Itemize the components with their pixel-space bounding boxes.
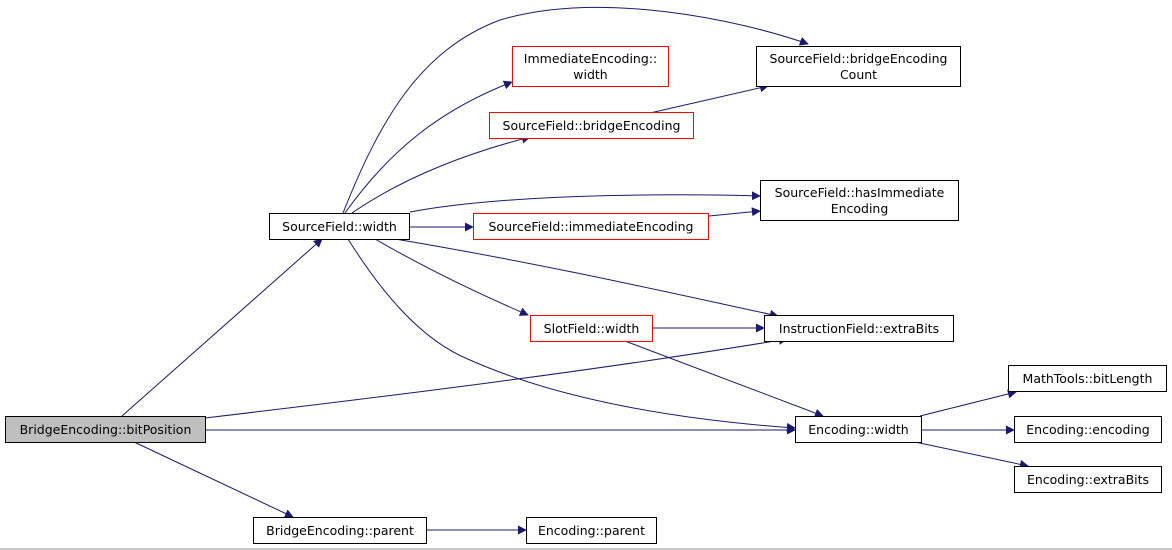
- node-label: MathTools::bitLength: [1022, 370, 1153, 386]
- node-label: Encoding::width: [808, 421, 909, 437]
- node-source-field-immediate-encoding[interactable]: SourceField::immediateEncoding: [473, 213, 709, 240]
- node-bridge-encoding-parent[interactable]: BridgeEncoding::parent: [253, 517, 427, 544]
- node-instruction-field-extrabits[interactable]: InstructionField::extraBits: [764, 315, 954, 342]
- node-encoding-width[interactable]: Encoding::width: [795, 416, 922, 443]
- node-label: SourceField::bridgeEncoding: [502, 117, 681, 133]
- node-label: Count: [839, 66, 878, 82]
- edge-slot-width-to-enc-width: [624, 340, 824, 418]
- node-label: BridgeEncoding::parent: [266, 522, 414, 538]
- edge-sf-width-to-sf-bridgecount: [342, 6, 809, 214]
- edge-sf-width-to-enc-width: [347, 238, 796, 432]
- node-source-field-bridge-encoding[interactable]: SourceField::bridgeEncoding: [489, 112, 694, 139]
- node-label: InstructionField::extraBits: [778, 320, 940, 336]
- edge-sf-immenc-to-sf-hasimm: [708, 207, 761, 217]
- edge-enc-width-to-enc-extrabits: [914, 441, 1029, 469]
- node-encoding-encoding[interactable]: Encoding::encoding: [1014, 416, 1162, 443]
- node-source-field-bridge-encoding-count[interactable]: SourceField::bridgeEncoding Count: [756, 46, 961, 87]
- node-label: Encoding::parent: [537, 522, 645, 538]
- node-source-field-width[interactable]: SourceField::width: [269, 213, 410, 240]
- node-label: width: [573, 66, 608, 82]
- edge-bitposition-to-sf-width: [121, 238, 323, 417]
- bottom-divider: [0, 548, 1172, 550]
- edge-sf-width-to-sf-bridge: [351, 134, 531, 214]
- node-label: ImmediateEncoding::: [523, 50, 658, 66]
- node-mathtools-bitlength[interactable]: MathTools::bitLength: [1008, 365, 1167, 392]
- node-label: SourceField::bridgeEncoding: [769, 50, 948, 66]
- node-label: Encoding::extraBits: [1026, 471, 1150, 487]
- edge-sf-width-to-slot-width: [374, 238, 529, 316]
- edge-sf-bridge-to-sf-bridgecount: [649, 83, 769, 114]
- edge-bitposition-to-be-parent: [131, 440, 294, 518]
- node-bridge-encoding-bitposition: BridgeEncoding::bitPosition: [5, 416, 206, 443]
- node-encoding-extrabits[interactable]: Encoding::extraBits: [1014, 466, 1162, 493]
- edge-sf-width-to-imm-width: [344, 80, 513, 214]
- node-label: SourceField::immediateEncoding: [488, 218, 694, 234]
- node-label: Encoding: [830, 200, 889, 216]
- node-label: SourceField::hasImmediate: [774, 184, 945, 200]
- node-label: SourceField::width: [282, 218, 397, 234]
- edge-enc-width-to-mt-bitlength: [919, 389, 1017, 417]
- node-immediate-encoding-width[interactable]: ImmediateEncoding:: width: [512, 46, 669, 87]
- node-label: BridgeEncoding::bitPosition: [19, 421, 192, 437]
- node-label: SlotField::width: [543, 320, 640, 336]
- node-slot-field-width[interactable]: SlotField::width: [530, 315, 653, 342]
- edge-sf-width-to-instr-extrabits: [394, 238, 779, 319]
- node-label: Encoding::encoding: [1026, 421, 1150, 437]
- node-encoding-parent[interactable]: Encoding::parent: [526, 517, 657, 544]
- edge-sf-width-to-sf-hasimm: [409, 191, 761, 213]
- node-source-field-has-immediate-encoding[interactable]: SourceField::hasImmediate Encoding: [760, 180, 959, 221]
- edge-bitposition-to-instr-extrabits: [204, 335, 788, 419]
